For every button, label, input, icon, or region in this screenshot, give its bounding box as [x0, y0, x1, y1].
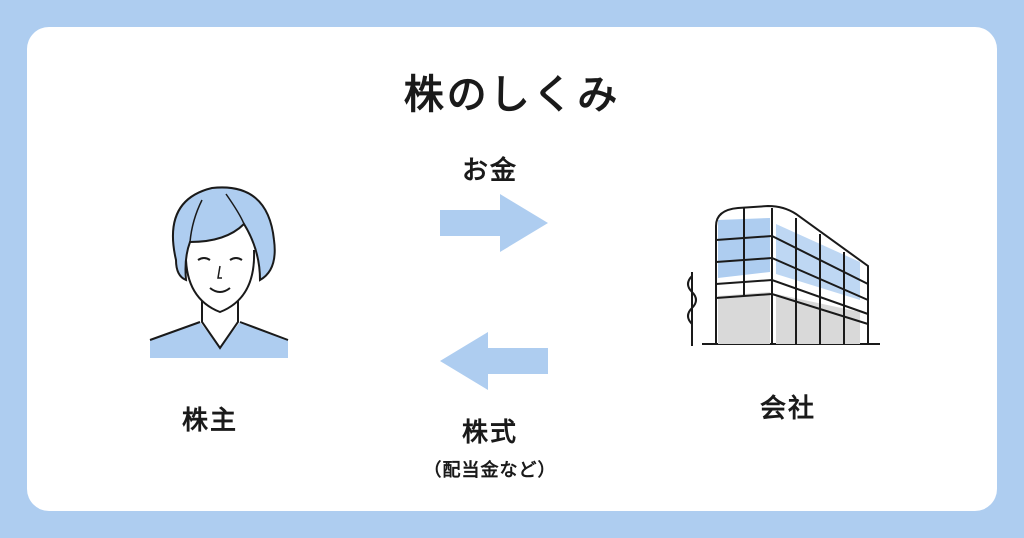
person-icon: [149, 186, 289, 358]
page-title: 株のしくみ: [403, 72, 621, 118]
stock-label: 株式: [461, 418, 518, 448]
company-label: 会社: [759, 394, 816, 424]
office-building-icon: [687, 204, 880, 346]
arrow-left-icon: [440, 332, 548, 390]
shareholder-label: 株主: [181, 406, 238, 436]
arrow-right-icon: [440, 194, 548, 252]
money-label: お金: [461, 156, 518, 186]
stock-note: （配当金など）: [423, 460, 557, 481]
